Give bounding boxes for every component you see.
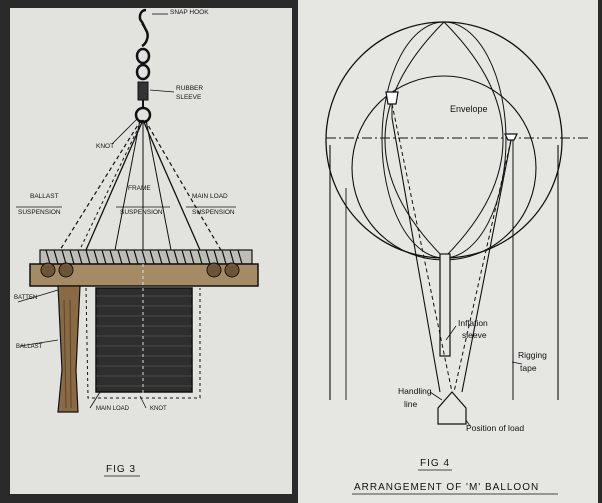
swivel-ring-2 <box>135 63 151 81</box>
label-ballast-suspension-1: BALLAST <box>30 193 59 200</box>
label-main-load-suspension: SUSPENSION <box>192 209 235 216</box>
fig3-drawing <box>16 8 259 413</box>
swivel-ring-1 <box>135 47 151 65</box>
label-frame: FRAME <box>128 185 151 192</box>
label-main-load-1: MAIN LOAD <box>192 193 228 200</box>
label-rubber: RUBBER <box>176 85 203 92</box>
label-handling-2: line <box>404 399 418 409</box>
label-main-load: MAIN LOAD <box>96 406 130 412</box>
fig3-caption: FIG 3 <box>106 464 136 475</box>
label-ballast: BALLAST <box>16 344 43 350</box>
label-knot-bottom: KNOT <box>150 406 167 412</box>
main-load-block <box>95 287 193 393</box>
load-block <box>437 391 467 425</box>
fig4-title: ARRANGEMENT OF 'M' BALLOON <box>354 482 539 493</box>
batten-board <box>29 263 259 287</box>
fig4-caption: FIG 4 <box>420 458 450 469</box>
label-frame-suspension: SUSPENSION <box>120 209 163 216</box>
label-snap-hook: SNAP HOOK <box>170 9 209 16</box>
inflation-sleeve <box>439 253 451 357</box>
envelope-outer <box>325 21 563 259</box>
knot-ring <box>134 106 152 124</box>
label-envelope: Envelope <box>450 104 488 114</box>
label-batten: BATTEN <box>14 295 37 301</box>
ballast-column <box>57 285 81 413</box>
label-rigging-1: Rigging <box>518 350 547 360</box>
rigging-patch-right <box>504 133 518 141</box>
label-ballast-suspension-2: SUSPENSION <box>18 209 61 216</box>
label-position-of-load: Position of load <box>466 423 524 433</box>
label-sleeve: SLEEVE <box>176 94 202 101</box>
label-handling-1: Handling <box>398 386 432 396</box>
label-inflation-2: sleeve <box>462 330 487 340</box>
fig4-drawing <box>325 21 588 427</box>
label-knot-top: KNOT <box>96 143 114 150</box>
rigging-patch-left <box>385 91 399 105</box>
label-inflation-1: Inflation <box>458 318 488 328</box>
envelope-inner <box>351 75 537 261</box>
rubber-sleeve <box>137 81 149 101</box>
label-rigging-2: tape <box>520 363 537 373</box>
frame-coil <box>39 249 253 265</box>
